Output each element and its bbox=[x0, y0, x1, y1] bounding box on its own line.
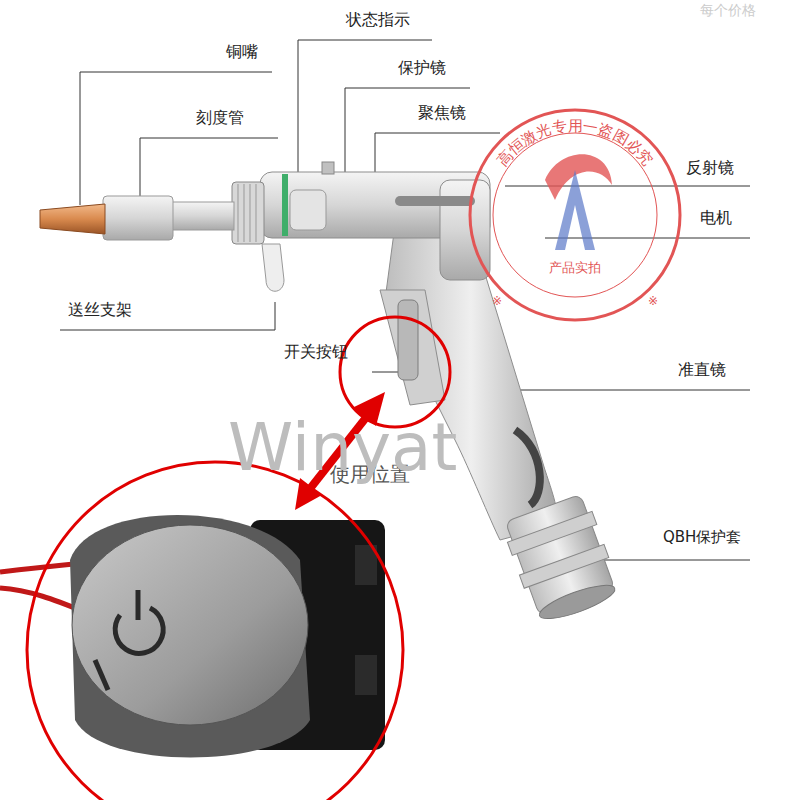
part-label: 状态指示 bbox=[346, 10, 410, 29]
part-label: 送丝支架 bbox=[68, 300, 132, 319]
wire-bracket bbox=[262, 244, 284, 291]
svg-text:※: ※ bbox=[492, 294, 502, 308]
stamp: ※ ※ bbox=[470, 110, 680, 320]
part-label: 刻度管 bbox=[196, 108, 244, 127]
handle-mark bbox=[515, 430, 540, 505]
slot bbox=[395, 196, 475, 206]
knurl bbox=[238, 184, 256, 242]
stamp-text: 高恒激光专用一盗图必究 bbox=[493, 117, 657, 169]
part-label: 铜嘴 bbox=[226, 42, 258, 61]
part-label: 开关按钮 bbox=[284, 342, 348, 361]
closeup-circle bbox=[27, 462, 403, 800]
graduated-tube bbox=[103, 196, 173, 240]
part-label: 准直镜 bbox=[678, 360, 726, 379]
switch-closeup bbox=[0, 515, 385, 758]
leader-lines bbox=[60, 40, 750, 560]
part-label: 聚焦镜 bbox=[418, 103, 466, 122]
part-label: 电机 bbox=[700, 208, 732, 227]
corner-note: 每个价格 bbox=[700, 2, 756, 19]
part-label: 反射镜 bbox=[686, 158, 734, 177]
stamp-text: 产品实拍 bbox=[549, 260, 601, 275]
svg-text:※: ※ bbox=[648, 294, 658, 308]
switch-slot bbox=[398, 300, 418, 380]
part-label: 保护镜 bbox=[398, 58, 446, 77]
trigger-guard bbox=[380, 290, 445, 405]
status-ring bbox=[282, 174, 288, 236]
watermark: Winyat bbox=[228, 408, 457, 487]
part-label: QBH保护套 bbox=[663, 528, 741, 546]
neck bbox=[170, 202, 234, 230]
qbh-sleeve bbox=[501, 493, 623, 627]
copper-nozzle bbox=[40, 204, 105, 234]
screw bbox=[322, 162, 334, 174]
window bbox=[290, 190, 326, 230]
knurled-ring bbox=[232, 182, 264, 244]
